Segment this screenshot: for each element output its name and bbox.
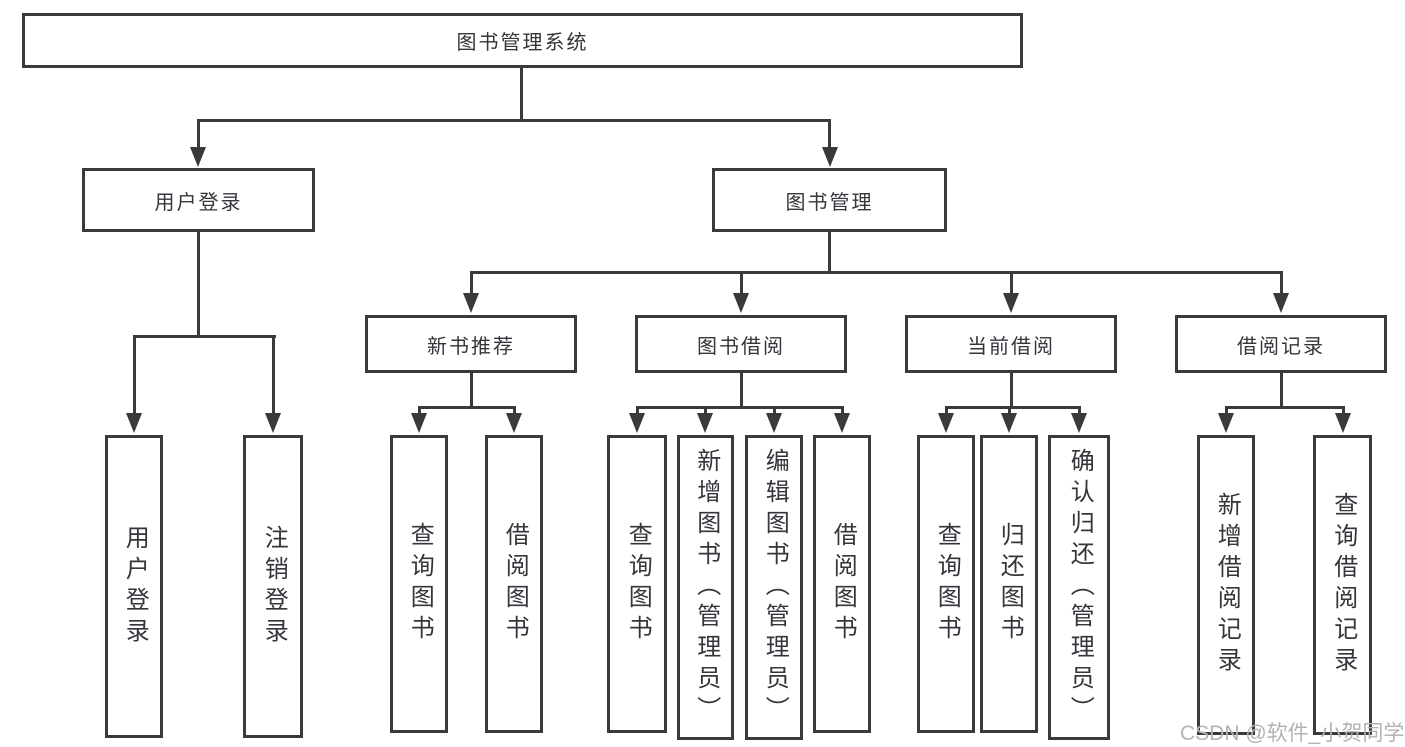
connector-g3-drop-3 [1078,406,1081,416]
connector-user-left-drop [133,335,136,415]
leaf-confirm-return-admin-label: 确认归还（管理员） [1066,448,1094,727]
leaf-add-book-admin: 新增图书（管理员） [677,435,734,740]
node-borrow-record: 借阅记录 [1175,315,1387,373]
connector-g1-drop-2 [513,406,516,416]
node-current-borrow: 当前借阅 [905,315,1117,373]
node-new-book-rec: 新书推荐 [365,315,577,373]
leaf-query-book-1-label: 查询图书 [406,522,434,646]
leaf-query-book-2: 查询图书 [607,435,667,733]
connector-g2-drop-4 [841,406,844,416]
connector-root-right-drop [828,119,831,150]
connector-user-right-drop [272,335,275,415]
leaf-edit-book-admin: 编辑图书（管理员） [745,435,803,740]
connector-mgmt-drop-3 [1010,271,1013,295]
connector-root-stem [520,68,523,121]
connector-g3-stem [1010,373,1013,408]
connector-arrowhead [822,147,838,167]
node-root: 图书管理系统 [22,13,1023,68]
connector-g1-drop-1 [418,406,421,416]
connector-arrowhead [766,413,782,433]
node-root-label: 图书管理系统 [456,32,589,54]
leaf-return-book-label: 归还图书 [996,522,1024,646]
connector-arrowhead [411,413,427,433]
node-user-login: 用户登录 [82,168,315,232]
connector-user-hbar [133,335,276,338]
connector-g4-stem [1280,373,1283,408]
connector-g3-drop-1 [945,406,948,416]
connector-g3-hbar [945,406,1081,409]
node-book-mgmt-label: 图书管理 [785,191,874,214]
connector-arrowhead [697,413,713,433]
connector-g1-stem [470,373,473,408]
connector-mgmt-stem [828,232,831,273]
leaf-query-book-3: 查询图书 [917,435,975,733]
connector-arrowhead [834,413,850,433]
node-book-mgmt: 图书管理 [712,168,947,232]
connector-g4-hbar [1225,406,1345,409]
node-current-borrow-label: 当前借阅 [967,335,1055,358]
connector-arrowhead [265,413,281,433]
connector-g1-hbar [418,406,516,409]
connector-arrowhead [1335,413,1351,433]
connector-root-left-drop [197,119,200,150]
connector-mgmt-drop-2 [740,271,743,295]
connector-g2-stem [740,373,743,408]
connector-mgmt-drop-4 [1280,271,1283,295]
connector-user-stem [197,232,200,337]
connector-g4-drop-1 [1225,406,1228,416]
leaf-query-book-2-label: 查询图书 [624,522,652,646]
node-book-borrow: 图书借阅 [635,315,847,373]
connector-arrowhead [190,147,206,167]
connector-g2-drop-3 [773,406,776,416]
leaf-return-book: 归还图书 [980,435,1038,733]
connector-arrowhead [463,293,479,313]
leaf-user-login-label: 用户登录 [121,524,149,649]
leaf-query-borrow-record: 查询借阅记录 [1313,435,1372,735]
leaf-user-login: 用户登录 [105,435,163,738]
connector-mgmt-drop-1 [470,271,473,295]
leaf-add-borrow-record: 新增借阅记录 [1197,435,1255,735]
connector-g2-drop-1 [636,406,639,416]
leaf-confirm-return-admin: 确认归还（管理员） [1048,435,1110,740]
watermark: CSDN @软件_小贺同学 [1180,722,1405,745]
leaf-borrow-book-1-label: 借阅图书 [501,522,529,646]
connector-g2-hbar [636,406,844,409]
connector-arrowhead [938,413,954,433]
leaf-add-borrow-record-label: 新增借阅记录 [1213,492,1241,678]
connector-arrowhead [1273,293,1289,313]
connector-g3-drop-2 [1008,406,1011,416]
leaf-borrow-book-2: 借阅图书 [813,435,871,733]
connector-arrowhead [126,413,142,433]
leaf-borrow-book-2-label: 借阅图书 [829,522,857,646]
leaf-logout-label: 注销登录 [260,524,288,649]
node-borrow-record-label: 借阅记录 [1237,335,1325,358]
connector-arrowhead [629,413,645,433]
leaf-add-book-admin-label: 新增图书（管理员） [692,448,720,727]
connector-mgmt-hbar [470,271,1283,274]
leaf-borrow-book-1: 借阅图书 [485,435,543,733]
leaf-query-book-3-label: 查询图书 [933,522,961,646]
node-user-login-label: 用户登录 [154,191,243,214]
connector-root-hbar [197,119,831,122]
connector-arrowhead [733,293,749,313]
connector-arrowhead [1071,413,1087,433]
connector-g4-drop-2 [1342,406,1345,416]
connector-arrowhead [1001,413,1017,433]
connector-arrowhead [1003,293,1019,313]
node-book-borrow-label: 图书借阅 [697,335,785,358]
leaf-query-book-1: 查询图书 [390,435,448,733]
leaf-query-borrow-record-label: 查询借阅记录 [1329,492,1357,678]
node-new-book-rec-label: 新书推荐 [427,335,515,358]
leaf-edit-book-admin-label: 编辑图书（管理员） [761,448,789,727]
connector-arrowhead [1218,413,1234,433]
connector-g2-drop-2 [704,406,707,416]
leaf-logout: 注销登录 [243,435,303,738]
connector-arrowhead [506,413,522,433]
